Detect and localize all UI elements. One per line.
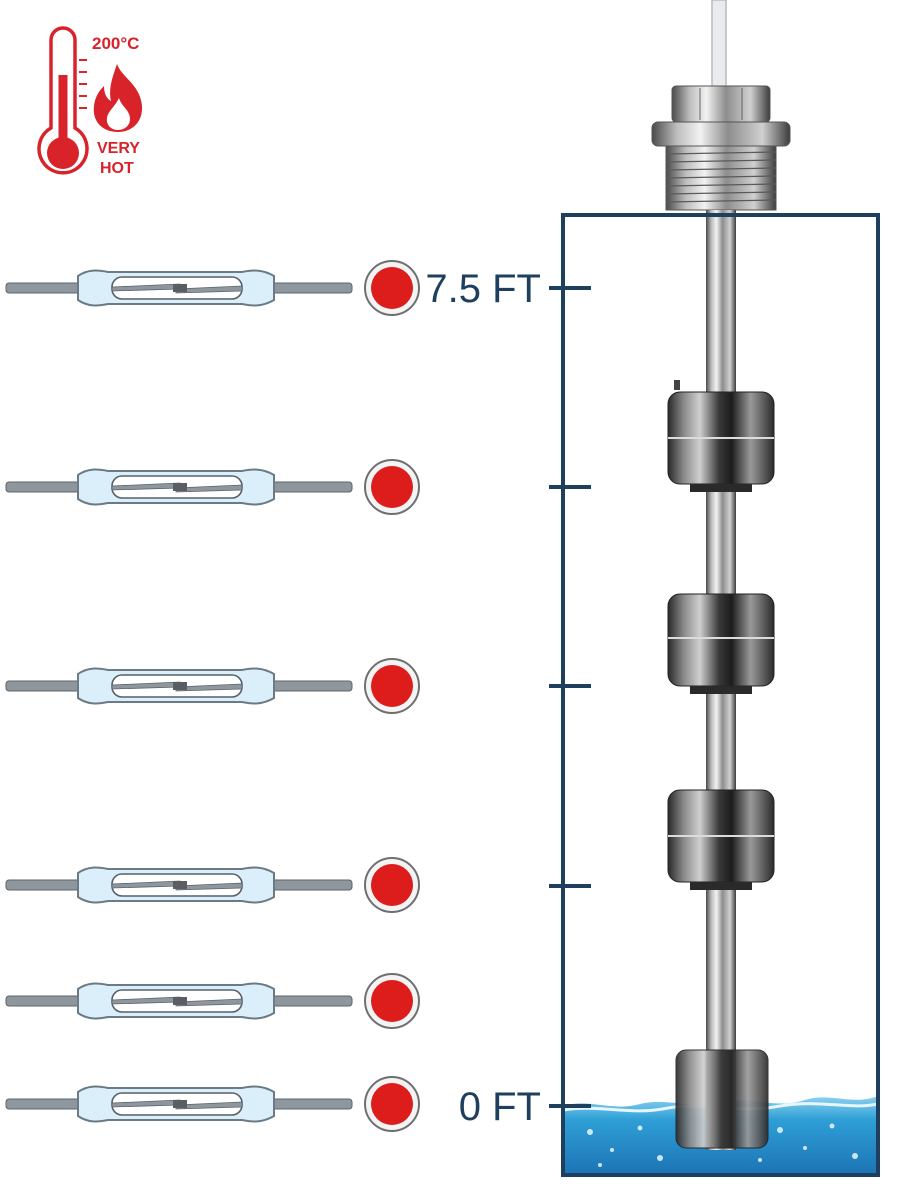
very-label: VERY	[97, 140, 140, 157]
reed-switch	[5, 260, 420, 316]
top-level-label: 7.5 FT	[425, 267, 541, 311]
status-indicator	[364, 459, 420, 515]
temperature-badge: 200°C VERY HOT	[37, 26, 143, 177]
reed-switches	[5, 260, 420, 1132]
thermometer-icon	[37, 26, 89, 175]
status-indicator	[364, 973, 420, 1029]
cable	[711, 0, 727, 96]
reed-switch	[5, 658, 420, 714]
status-indicator	[364, 1076, 420, 1132]
reed-switch	[5, 1076, 420, 1132]
reed-switch	[5, 857, 420, 913]
float	[667, 789, 775, 890]
float	[667, 593, 775, 694]
reed-switch	[5, 973, 420, 1029]
status-indicator	[364, 857, 420, 913]
tank-outline	[561, 213, 880, 1177]
bottom-level-label: 0 FT	[459, 1085, 541, 1129]
status-indicator	[364, 260, 420, 316]
temperature-label: 200°C	[92, 34, 139, 53]
flame-icon	[93, 64, 143, 132]
threaded-fitting	[651, 85, 791, 211]
reed-switch	[5, 459, 420, 515]
level-scale	[549, 286, 591, 1108]
float	[667, 380, 775, 492]
hot-label: HOT	[100, 160, 134, 177]
status-indicator	[364, 658, 420, 714]
float	[675, 1049, 769, 1149]
